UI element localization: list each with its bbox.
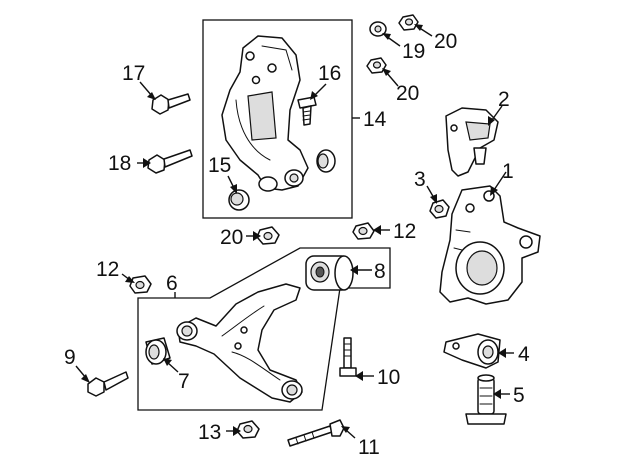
part-18-bolt[interactable] bbox=[147, 149, 193, 174]
part-14-bracket[interactable] bbox=[221, 35, 309, 192]
callout-2: 2 bbox=[498, 88, 510, 111]
callout-3: 3 bbox=[414, 168, 426, 191]
callout-labels: 1 2 3 4 5 6 7 8 9 10 11 12 12 13 14 15 1… bbox=[64, 30, 530, 459]
callout-12-left: 12 bbox=[96, 258, 119, 281]
part-16-stud[interactable] bbox=[297, 96, 317, 126]
group-box-6 bbox=[137, 247, 391, 411]
part-15-bushing[interactable] bbox=[228, 189, 250, 211]
callout-7: 7 bbox=[178, 370, 190, 393]
part-1-knuckle[interactable] bbox=[439, 185, 541, 305]
part-19-washer[interactable] bbox=[369, 21, 387, 37]
callout-20-top: 20 bbox=[434, 30, 457, 53]
part-20-nut-top[interactable] bbox=[398, 14, 419, 31]
part-9-bolt[interactable] bbox=[87, 371, 129, 397]
callout-18: 18 bbox=[108, 152, 131, 175]
callout-4: 4 bbox=[518, 343, 530, 366]
group-box-14 bbox=[202, 19, 353, 219]
callout-10: 10 bbox=[377, 366, 400, 389]
part-12-nut-right[interactable] bbox=[352, 222, 375, 240]
part-6-control-arm[interactable] bbox=[176, 283, 303, 403]
callout-6: 6 bbox=[166, 272, 178, 295]
callout-13: 13 bbox=[198, 421, 221, 444]
part-3-nut[interactable] bbox=[429, 199, 450, 219]
callout-14: 14 bbox=[363, 108, 387, 131]
part-5-sleeve[interactable] bbox=[465, 374, 507, 425]
part-7-bushing[interactable] bbox=[145, 337, 171, 365]
callout-15: 15 bbox=[208, 154, 231, 177]
part-8-bushing[interactable] bbox=[305, 255, 354, 291]
part-2-ball-joint[interactable] bbox=[445, 107, 499, 177]
callout-8: 8 bbox=[374, 260, 386, 283]
callout-19: 19 bbox=[402, 40, 425, 63]
part-12-nut-left[interactable] bbox=[129, 275, 152, 294]
part-13-nut[interactable] bbox=[236, 420, 260, 439]
callout-1: 1 bbox=[502, 160, 514, 183]
part-11-bolt[interactable] bbox=[287, 419, 345, 447]
callout-17: 17 bbox=[122, 62, 145, 85]
callout-20-lower: 20 bbox=[220, 226, 243, 249]
leaders bbox=[75, 24, 514, 439]
bracket-bushing[interactable] bbox=[316, 149, 336, 173]
callout-16: 16 bbox=[318, 62, 341, 85]
part-20-nut-middle[interactable] bbox=[366, 57, 387, 74]
part-10-bolt[interactable] bbox=[339, 337, 357, 377]
callout-11: 11 bbox=[358, 436, 380, 459]
callout-5: 5 bbox=[513, 384, 525, 407]
part-20-nut-lower[interactable] bbox=[256, 226, 280, 245]
callout-9: 9 bbox=[64, 346, 76, 369]
part-4-bracket[interactable] bbox=[443, 333, 501, 369]
part-17-bolt[interactable] bbox=[151, 93, 191, 115]
callout-20-middle: 20 bbox=[396, 82, 419, 105]
callout-12-right: 12 bbox=[393, 220, 416, 243]
